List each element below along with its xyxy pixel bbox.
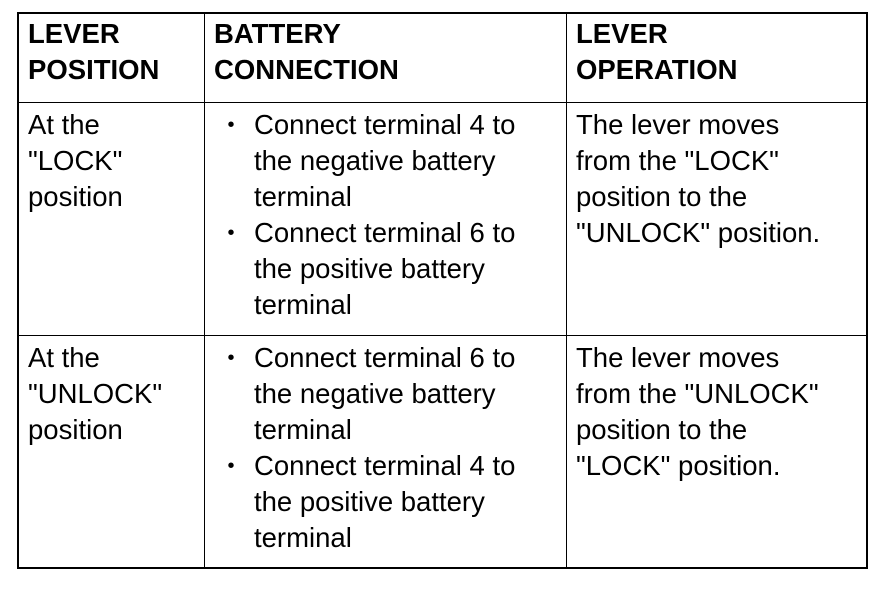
header-text: BATTERY [214, 18, 341, 49]
cell-text: "UNLOCK" position. [576, 217, 821, 248]
cell-text: the negative battery [254, 378, 496, 409]
bullet-icon: • [227, 114, 235, 136]
cell-text: position [28, 181, 123, 212]
row1-position-cell: At the "LOCK" position [28, 107, 123, 215]
list-item: • Connect terminal 4 to the negative bat… [221, 107, 515, 215]
list-item: • Connect terminal 4 to the positive bat… [221, 448, 515, 556]
cell-text: "UNLOCK" [28, 378, 163, 409]
cell-text: the positive battery [254, 253, 485, 284]
cell-text: the positive battery [254, 486, 485, 517]
cell-text: terminal [254, 414, 352, 445]
cell-text: the negative battery [254, 145, 496, 176]
cell-text: position to the [576, 414, 748, 445]
cell-text: Connect terminal 6 to [254, 217, 516, 248]
cell-text: from the "UNLOCK" [576, 378, 819, 409]
header-text: CONNECTION [214, 54, 399, 85]
bullet-list: • Connect terminal 6 to the negative bat… [221, 340, 515, 556]
header-text: LEVER [28, 18, 120, 49]
bullet-icon: • [227, 222, 235, 244]
cell-text: from the "LOCK" [576, 145, 779, 176]
header-text: LEVER [576, 18, 668, 49]
row-divider-1 [19, 335, 866, 336]
row2-operation-cell: The lever moves from the "UNLOCK" positi… [576, 340, 819, 484]
column-divider-1 [204, 14, 205, 567]
bullet-list: • Connect terminal 4 to the negative bat… [221, 107, 515, 323]
lever-battery-table: LEVER POSITION BATTERY CONNECTION LEVER … [17, 12, 868, 569]
list-item: • Connect terminal 6 to the positive bat… [221, 215, 515, 323]
cell-text: terminal [254, 181, 352, 212]
cell-text: The lever moves [576, 342, 780, 373]
bullet-icon: • [227, 347, 235, 369]
row2-connection-cell: • Connect terminal 6 to the negative bat… [221, 340, 515, 556]
cell-text: position [28, 414, 123, 445]
header-battery-connection: BATTERY CONNECTION [214, 16, 399, 88]
cell-text: position to the [576, 181, 748, 212]
cell-text: "LOCK" position. [576, 450, 781, 481]
header-text: POSITION [28, 54, 160, 85]
cell-text: Connect terminal 4 to [254, 109, 516, 140]
row2-position-cell: At the "UNLOCK" position [28, 340, 162, 448]
cell-text: At the [28, 342, 100, 373]
header-lever-operation: LEVER OPERATION [576, 16, 737, 88]
column-divider-2 [566, 14, 567, 567]
cell-text: Connect terminal 6 to [254, 342, 516, 373]
row-divider-header [19, 102, 866, 103]
row1-connection-cell: • Connect terminal 4 to the negative bat… [221, 107, 515, 323]
list-item: • Connect terminal 6 to the negative bat… [221, 340, 515, 448]
bullet-icon: • [227, 455, 235, 477]
row1-operation-cell: The lever moves from the "LOCK" position… [576, 107, 820, 251]
cell-text: At the [28, 109, 100, 140]
header-lever-position: LEVER POSITION [28, 16, 159, 88]
cell-text: Connect terminal 4 to [254, 450, 516, 481]
cell-text: The lever moves [576, 109, 780, 140]
header-text: OPERATION [576, 54, 738, 85]
cell-text: terminal [254, 289, 352, 320]
cell-text: "LOCK" [28, 145, 123, 176]
cell-text: terminal [254, 522, 352, 553]
